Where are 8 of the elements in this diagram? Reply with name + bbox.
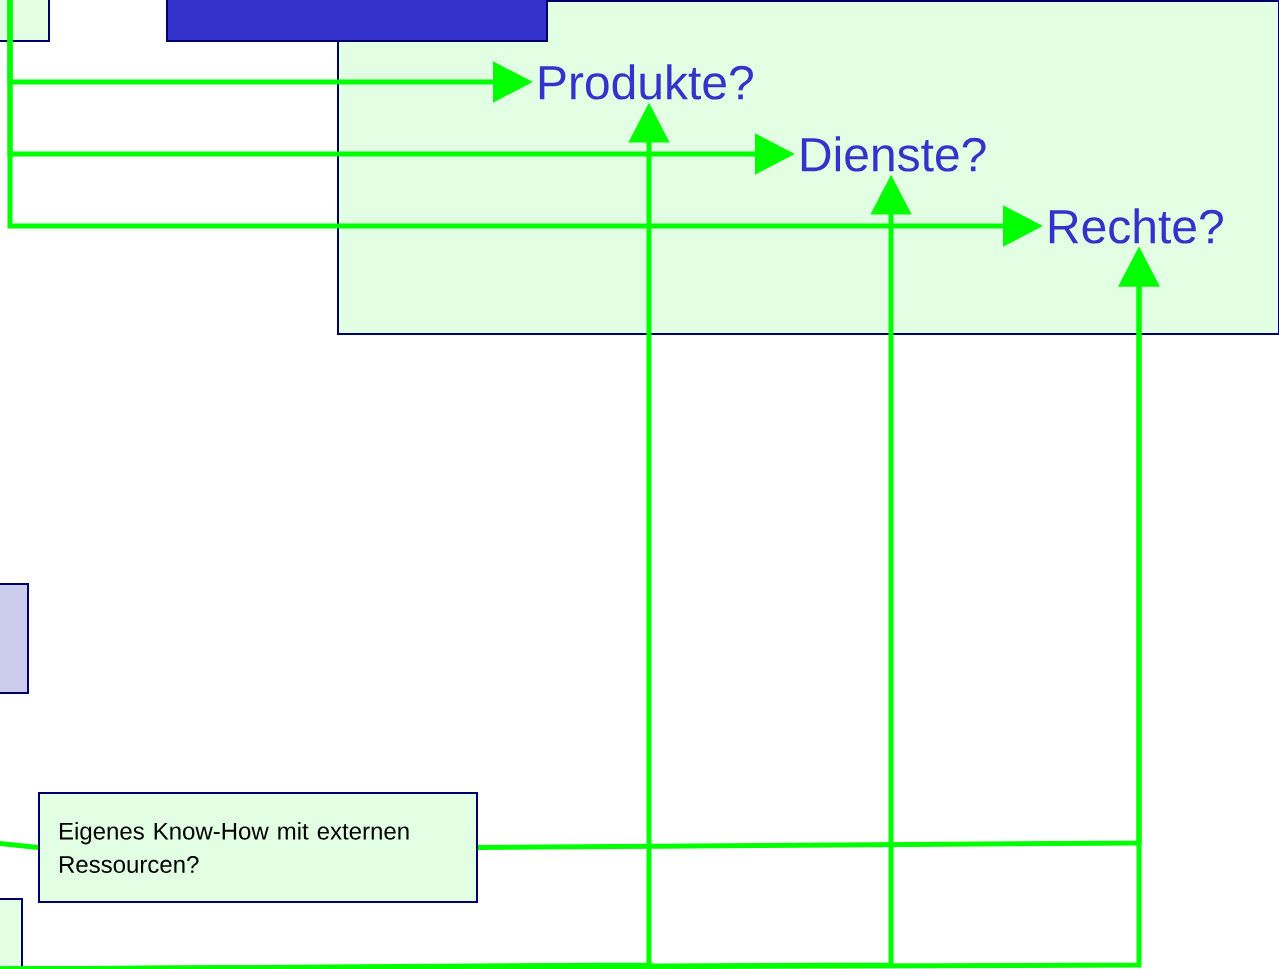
header-bar [166,0,548,42]
box [0,898,23,969]
question-label: Produkte? [539,64,753,100]
question-box: Eigenes Know-How mit externen Ressourcen? [38,792,478,903]
panel [337,0,1279,335]
box [0,583,29,694]
question-label: Dienste? [801,136,986,172]
question-label: Rechte? [1049,208,1223,244]
